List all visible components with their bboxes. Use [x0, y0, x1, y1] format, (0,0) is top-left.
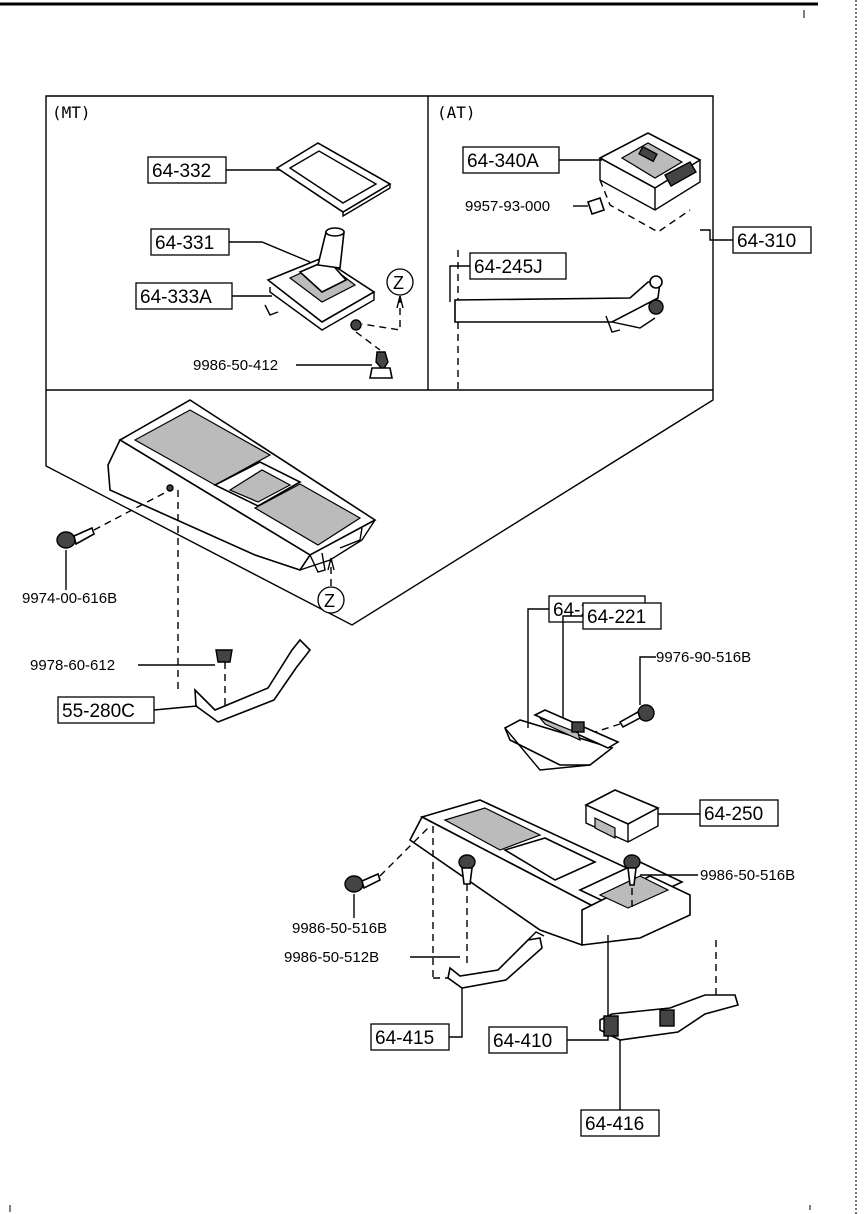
- part-label-box: [732, 226, 812, 254]
- part-number-9974-00-616B: 9974-00-616B: [22, 590, 117, 607]
- ash-tray-drawing: [584, 789, 660, 843]
- screw-drawing: [56, 489, 171, 549]
- part-number-64-415: 64-415: [375, 1028, 434, 1049]
- part-number-64-331: 64-331: [155, 233, 214, 254]
- part-number-9957-93-000: 9957-93-000: [465, 198, 550, 215]
- part-number-64-340A: 64-340A: [467, 151, 539, 172]
- leader-line: [449, 265, 470, 302]
- cup-holder-panel-drawing: [503, 709, 620, 771]
- center-console-drawing: [107, 399, 377, 573]
- reference-marker-z: [317, 586, 345, 614]
- part-label-box: [150, 228, 230, 256]
- part-number-64-245J: 64-245J: [474, 257, 543, 278]
- section-label-at: (AT): [437, 103, 476, 122]
- leader-line: [527, 608, 549, 728]
- part-number-64-416: 64-416: [585, 1114, 644, 1135]
- shift-indicator-panel-drawing: [598, 132, 702, 233]
- part-number-64-250: 64-250: [704, 804, 763, 825]
- shift-boot-frame-drawing: [275, 142, 392, 218]
- part-number-64-332: 64-332: [152, 161, 211, 182]
- part-number-55-280C: 55-280C: [62, 701, 135, 722]
- leader-line: [700, 229, 733, 241]
- dashed-leader: [361, 296, 401, 331]
- leader-line: [562, 615, 583, 718]
- upper-assembly-frame: [45, 95, 714, 626]
- leader-line: [449, 988, 463, 1038]
- bulb-drawing: [586, 196, 606, 216]
- leader-line: [567, 935, 609, 1041]
- part-label-box: [488, 1026, 568, 1054]
- section-label-mt: (MT): [52, 103, 91, 122]
- reference-marker-label: Z: [324, 591, 335, 611]
- leader-line: [153, 705, 198, 711]
- clip-drawing: [355, 331, 393, 379]
- part-number-9986-50-512B: 9986-50-512B: [284, 949, 379, 966]
- part-number-64-221: 64-221: [587, 607, 646, 628]
- part-number-64-410: 64-410: [493, 1031, 552, 1052]
- part-label-box: [370, 1023, 450, 1051]
- screw-drawing: [594, 704, 655, 733]
- part-number-9986-50-516B-left: 9986-50-516B: [292, 920, 387, 937]
- rear-console-drawing: [408, 799, 691, 946]
- bracket-drawing: [599, 940, 740, 1041]
- part-label-box: [582, 602, 662, 630]
- screw-drawing: [344, 825, 431, 893]
- part-number-64-333A: 64-333A: [140, 287, 212, 308]
- part-label-box: [462, 146, 560, 174]
- part-number-9976-90-516B: 9976-90-516B: [656, 649, 751, 666]
- reference-marker-z: [386, 268, 414, 296]
- reference-marker-label: Z: [393, 273, 404, 293]
- part-number-9978-60-612: 9978-60-612: [30, 657, 115, 674]
- screw-drawing: [623, 854, 641, 912]
- part-label-box: [699, 799, 779, 827]
- wire-harness-drawing: [454, 275, 664, 333]
- part-label-box: [147, 156, 227, 184]
- bracket-drawing: [194, 638, 312, 723]
- bracket-drawing: [447, 854, 545, 989]
- shift-boot-drawing: [264, 227, 376, 331]
- leader-line: [229, 241, 311, 263]
- part-number-9986-50-412: 9986-50-412: [193, 357, 278, 374]
- leader-line: [639, 656, 656, 705]
- part-number-64-310: 64-310: [737, 231, 796, 252]
- part-label-box: [580, 1109, 660, 1137]
- part-number-9986-50-516B-right: 9986-50-516B: [700, 867, 795, 884]
- part-label-box: [57, 696, 155, 724]
